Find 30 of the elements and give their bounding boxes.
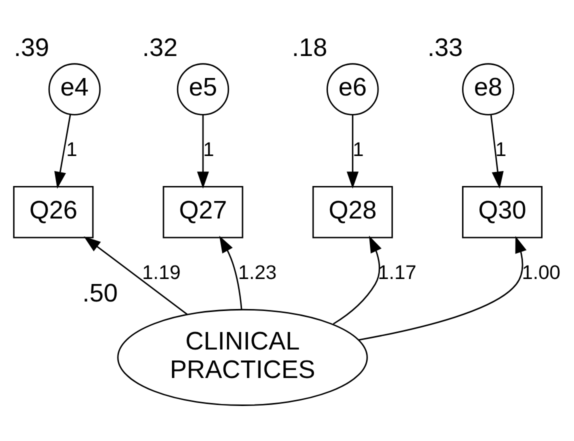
node-label: .33 (427, 34, 463, 62)
arrow (219, 236, 242, 310)
edge-label: 1 (203, 138, 214, 161)
node-box: Q27 (162, 186, 244, 238)
arrow (346, 114, 359, 189)
node-box: Q30 (462, 186, 543, 238)
node-circle: e5 (176, 63, 230, 116)
node-label: .32 (142, 34, 178, 62)
node-circle: e8 (462, 63, 514, 116)
edge-label: 1.17 (378, 262, 416, 284)
edge-label: 1.00 (522, 262, 560, 284)
edge-label: 1.19 (142, 262, 181, 284)
node-label: .39 (14, 34, 50, 62)
arrow (358, 236, 527, 341)
edge-label: 1 (352, 138, 364, 161)
node-ellipse: CLINICAL PRACTICES (117, 308, 368, 406)
node-label: .18 (292, 34, 328, 62)
arrow (197, 114, 209, 189)
arrow (490, 114, 504, 189)
edge-label: 1 (66, 138, 78, 161)
node-box: Q26 (13, 186, 94, 238)
node-circle: e6 (326, 63, 379, 116)
edge-label: 1.23 (238, 262, 277, 284)
node-label: .50 (82, 280, 118, 308)
arrow (54, 114, 72, 189)
edge-label: 1 (495, 138, 506, 161)
arrow (332, 236, 382, 325)
arrow (84, 236, 188, 315)
node-circle: e4 (48, 63, 101, 116)
node-box: Q28 (312, 186, 393, 238)
